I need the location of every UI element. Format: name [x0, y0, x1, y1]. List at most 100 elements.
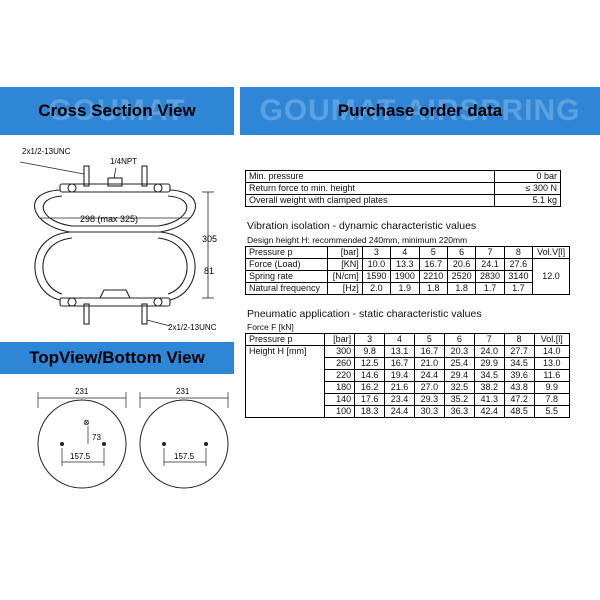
cell-value: 43.8 — [503, 381, 535, 394]
purchase-banner: GOUMAT AIRSPRING Purchase order data — [240, 87, 600, 135]
cell-value: 34.5 — [473, 369, 505, 382]
cell-value: 1.8 — [418, 282, 448, 295]
cell-value: 24.0 — [473, 345, 505, 358]
height-label: Height H [mm] — [245, 345, 325, 418]
cross-section-banner: GOUMAT Cross Section View — [0, 87, 234, 135]
cell-value: 5 — [418, 246, 448, 259]
top-view-banner: TopView/Bottom View — [0, 342, 234, 374]
cell-value: 6 — [446, 246, 477, 259]
vol-value: 9.9 — [533, 381, 571, 394]
diam-right-label: 231 — [176, 387, 190, 396]
cell-value: 1.8 — [446, 282, 477, 295]
row-unit: [Hz] — [327, 282, 363, 295]
cell-value: 25.4 — [443, 357, 475, 370]
vibration-subtitle: Design height H: recommended 240mm, mini… — [247, 235, 468, 245]
cell-value: 24.1 — [475, 258, 505, 271]
cell-value: 1.9 — [390, 282, 420, 295]
row-label: Pressure p — [244, 246, 329, 259]
cell-value: 13.1 — [384, 345, 415, 358]
row-label: Natural frequency — [244, 282, 329, 295]
cell-value: 36.3 — [443, 405, 475, 418]
height-value: 140 — [323, 393, 356, 406]
basic-label: Return force to min. height — [244, 182, 496, 195]
pneumatic-subtitle: Force F [kN] — [247, 322, 294, 332]
vol-value: 7.8 — [533, 393, 571, 406]
cell-value: 9.8 — [354, 345, 386, 358]
cell-value: 24.4 — [384, 405, 415, 418]
cell-value: 16.7 — [413, 345, 445, 358]
bolt-top-label: 2x1/2-13UNC — [22, 147, 71, 156]
cell-value: 10.0 — [361, 258, 392, 271]
basic-value: 0 bar — [494, 170, 561, 183]
height-value: 300 — [323, 345, 356, 358]
watermark-right: GOUMAT AIRSPRING — [259, 94, 581, 127]
cell-value: 38.2 — [473, 381, 505, 394]
cell-value: 2.0 — [361, 282, 392, 295]
cell-value: 27.0 — [413, 381, 445, 394]
cell-value: 41.3 — [473, 393, 505, 406]
cell-value: 23.4 — [384, 393, 415, 406]
cell-value: 48.5 — [503, 405, 535, 418]
cell-value: 30.3 — [413, 405, 445, 418]
cell-value: 1.7 — [475, 282, 505, 295]
cell-value: 16.7 — [418, 258, 448, 271]
cell-value: 19.4 — [384, 369, 415, 382]
npt-label: 1/4NPT — [110, 157, 137, 166]
vol-value: 14.0 — [533, 345, 571, 358]
air-inlet-icon: ⊗ — [83, 418, 90, 427]
cell-value: 16.7 — [384, 357, 415, 370]
cell-value: 18.3 — [354, 405, 386, 418]
diam-left-label: 231 — [75, 387, 89, 396]
cell-value: 16.2 — [354, 381, 386, 394]
cross-section-title: Cross Section View — [38, 101, 196, 120]
pressure-value: 5 — [413, 333, 445, 346]
pressure-value: 8 — [503, 333, 535, 346]
cell-value: 13.3 — [390, 258, 420, 271]
cell-value: 21.6 — [384, 381, 415, 394]
cell-value: 8 — [503, 246, 534, 259]
pressure-unit: [bar] — [323, 333, 356, 346]
row-unit: [N/cm] — [327, 270, 363, 283]
cell-value: 17.6 — [354, 393, 386, 406]
vol-value: 13.0 — [533, 357, 571, 370]
cell-value: 1590 — [361, 270, 392, 283]
width-label: 298 (max 325) — [80, 214, 138, 224]
cell-value: 29.4 — [443, 369, 475, 382]
cell-value: 24.4 — [413, 369, 445, 382]
height-value: 180 — [323, 381, 356, 394]
cell-value: 27.7 — [503, 345, 535, 358]
pressure-label: Pressure p — [245, 333, 325, 346]
basic-value: 5.1 kg — [494, 194, 561, 207]
cell-value: 29.3 — [413, 393, 445, 406]
row-unit: [bar] — [327, 246, 363, 259]
cell-value: 20.6 — [446, 258, 477, 271]
cell-value: 1900 — [390, 270, 420, 283]
cell-value: 2830 — [475, 270, 505, 283]
purchase-title: Purchase order data — [337, 101, 503, 120]
cell-value: 7 — [475, 246, 505, 259]
pressure-value: 6 — [443, 333, 475, 346]
cell-value: 39.6 — [503, 369, 535, 382]
cell-value: 42.4 — [473, 405, 505, 418]
cell-value: 32.5 — [443, 381, 475, 394]
vibration-title: Vibration isolation - dynamic characteri… — [247, 220, 477, 232]
spacing-left-label: 157.5 — [70, 452, 91, 461]
cross-section-drawing: 2x1/2-13UNC 1/4NPT 298 (max 325) 305 81 … — [19, 147, 217, 332]
row-unit: [KN] — [327, 258, 363, 271]
pressure-value: 7 — [473, 333, 505, 346]
vol-value: 5.5 — [533, 405, 571, 418]
cell-value: 47.2 — [503, 393, 535, 406]
offset-label: 73 — [92, 433, 101, 442]
pneumatic-title: Pneumatic application - static character… — [247, 308, 482, 320]
